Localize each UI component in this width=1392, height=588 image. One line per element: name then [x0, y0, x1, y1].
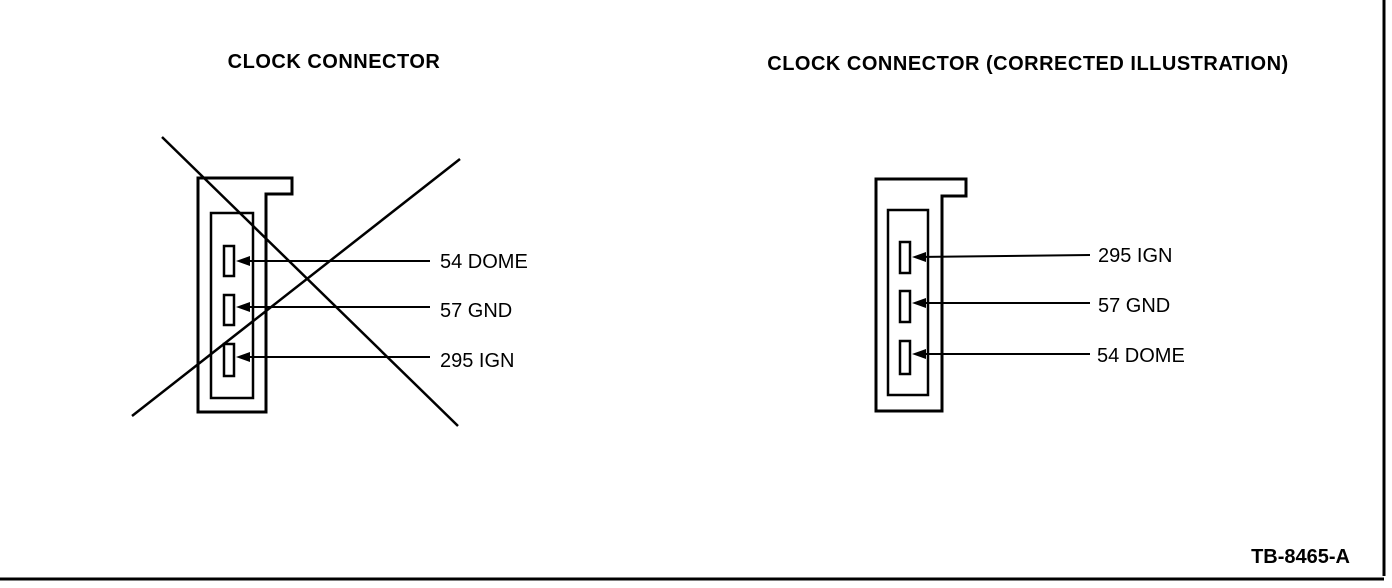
right-leader-1 [912, 252, 1091, 262]
right-connector-housing [874, 177, 968, 413]
left-leader-1 [236, 256, 430, 266]
left-leader-3 [236, 352, 430, 362]
right-leader-3 [912, 349, 1090, 359]
right-pin-slot-2 [898, 289, 912, 324]
left-pin-label-2: 57 GND [440, 300, 512, 322]
right-connector [874, 177, 968, 413]
right-panel: CLOCK CONNECTOR (CORRECTED ILLUSTRATION)… [767, 53, 1288, 413]
right-pin-label-3: 54 DOME [1097, 345, 1185, 367]
left-pin-slot-3 [222, 342, 236, 378]
right-pin-slot-3 [898, 339, 912, 376]
left-panel: CLOCK CONNECTOR 54 DOME 57 GND 295 IGN [131, 51, 528, 427]
left-pin-label-1: 54 DOME [440, 251, 528, 273]
left-connector-housing [196, 176, 294, 414]
left-pin-slot-2 [222, 293, 236, 327]
left-connector-cavity [209, 211, 255, 400]
right-leader-2 [912, 298, 1090, 308]
left-connector [196, 176, 294, 414]
right-pin-slot-1 [898, 240, 912, 275]
right-pin-label-2: 57 GND [1098, 295, 1170, 317]
right-pin-label-1: 295 IGN [1098, 245, 1172, 267]
cross-out-mark [131, 136, 461, 427]
left-pin-slot-1 [222, 244, 236, 278]
left-pin-label-3: 295 IGN [440, 350, 514, 372]
left-panel-title: CLOCK CONNECTOR [228, 51, 441, 73]
figure-reference: TB-8465-A [1251, 546, 1350, 568]
right-panel-title: CLOCK CONNECTOR (CORRECTED ILLUSTRATION) [767, 53, 1288, 75]
